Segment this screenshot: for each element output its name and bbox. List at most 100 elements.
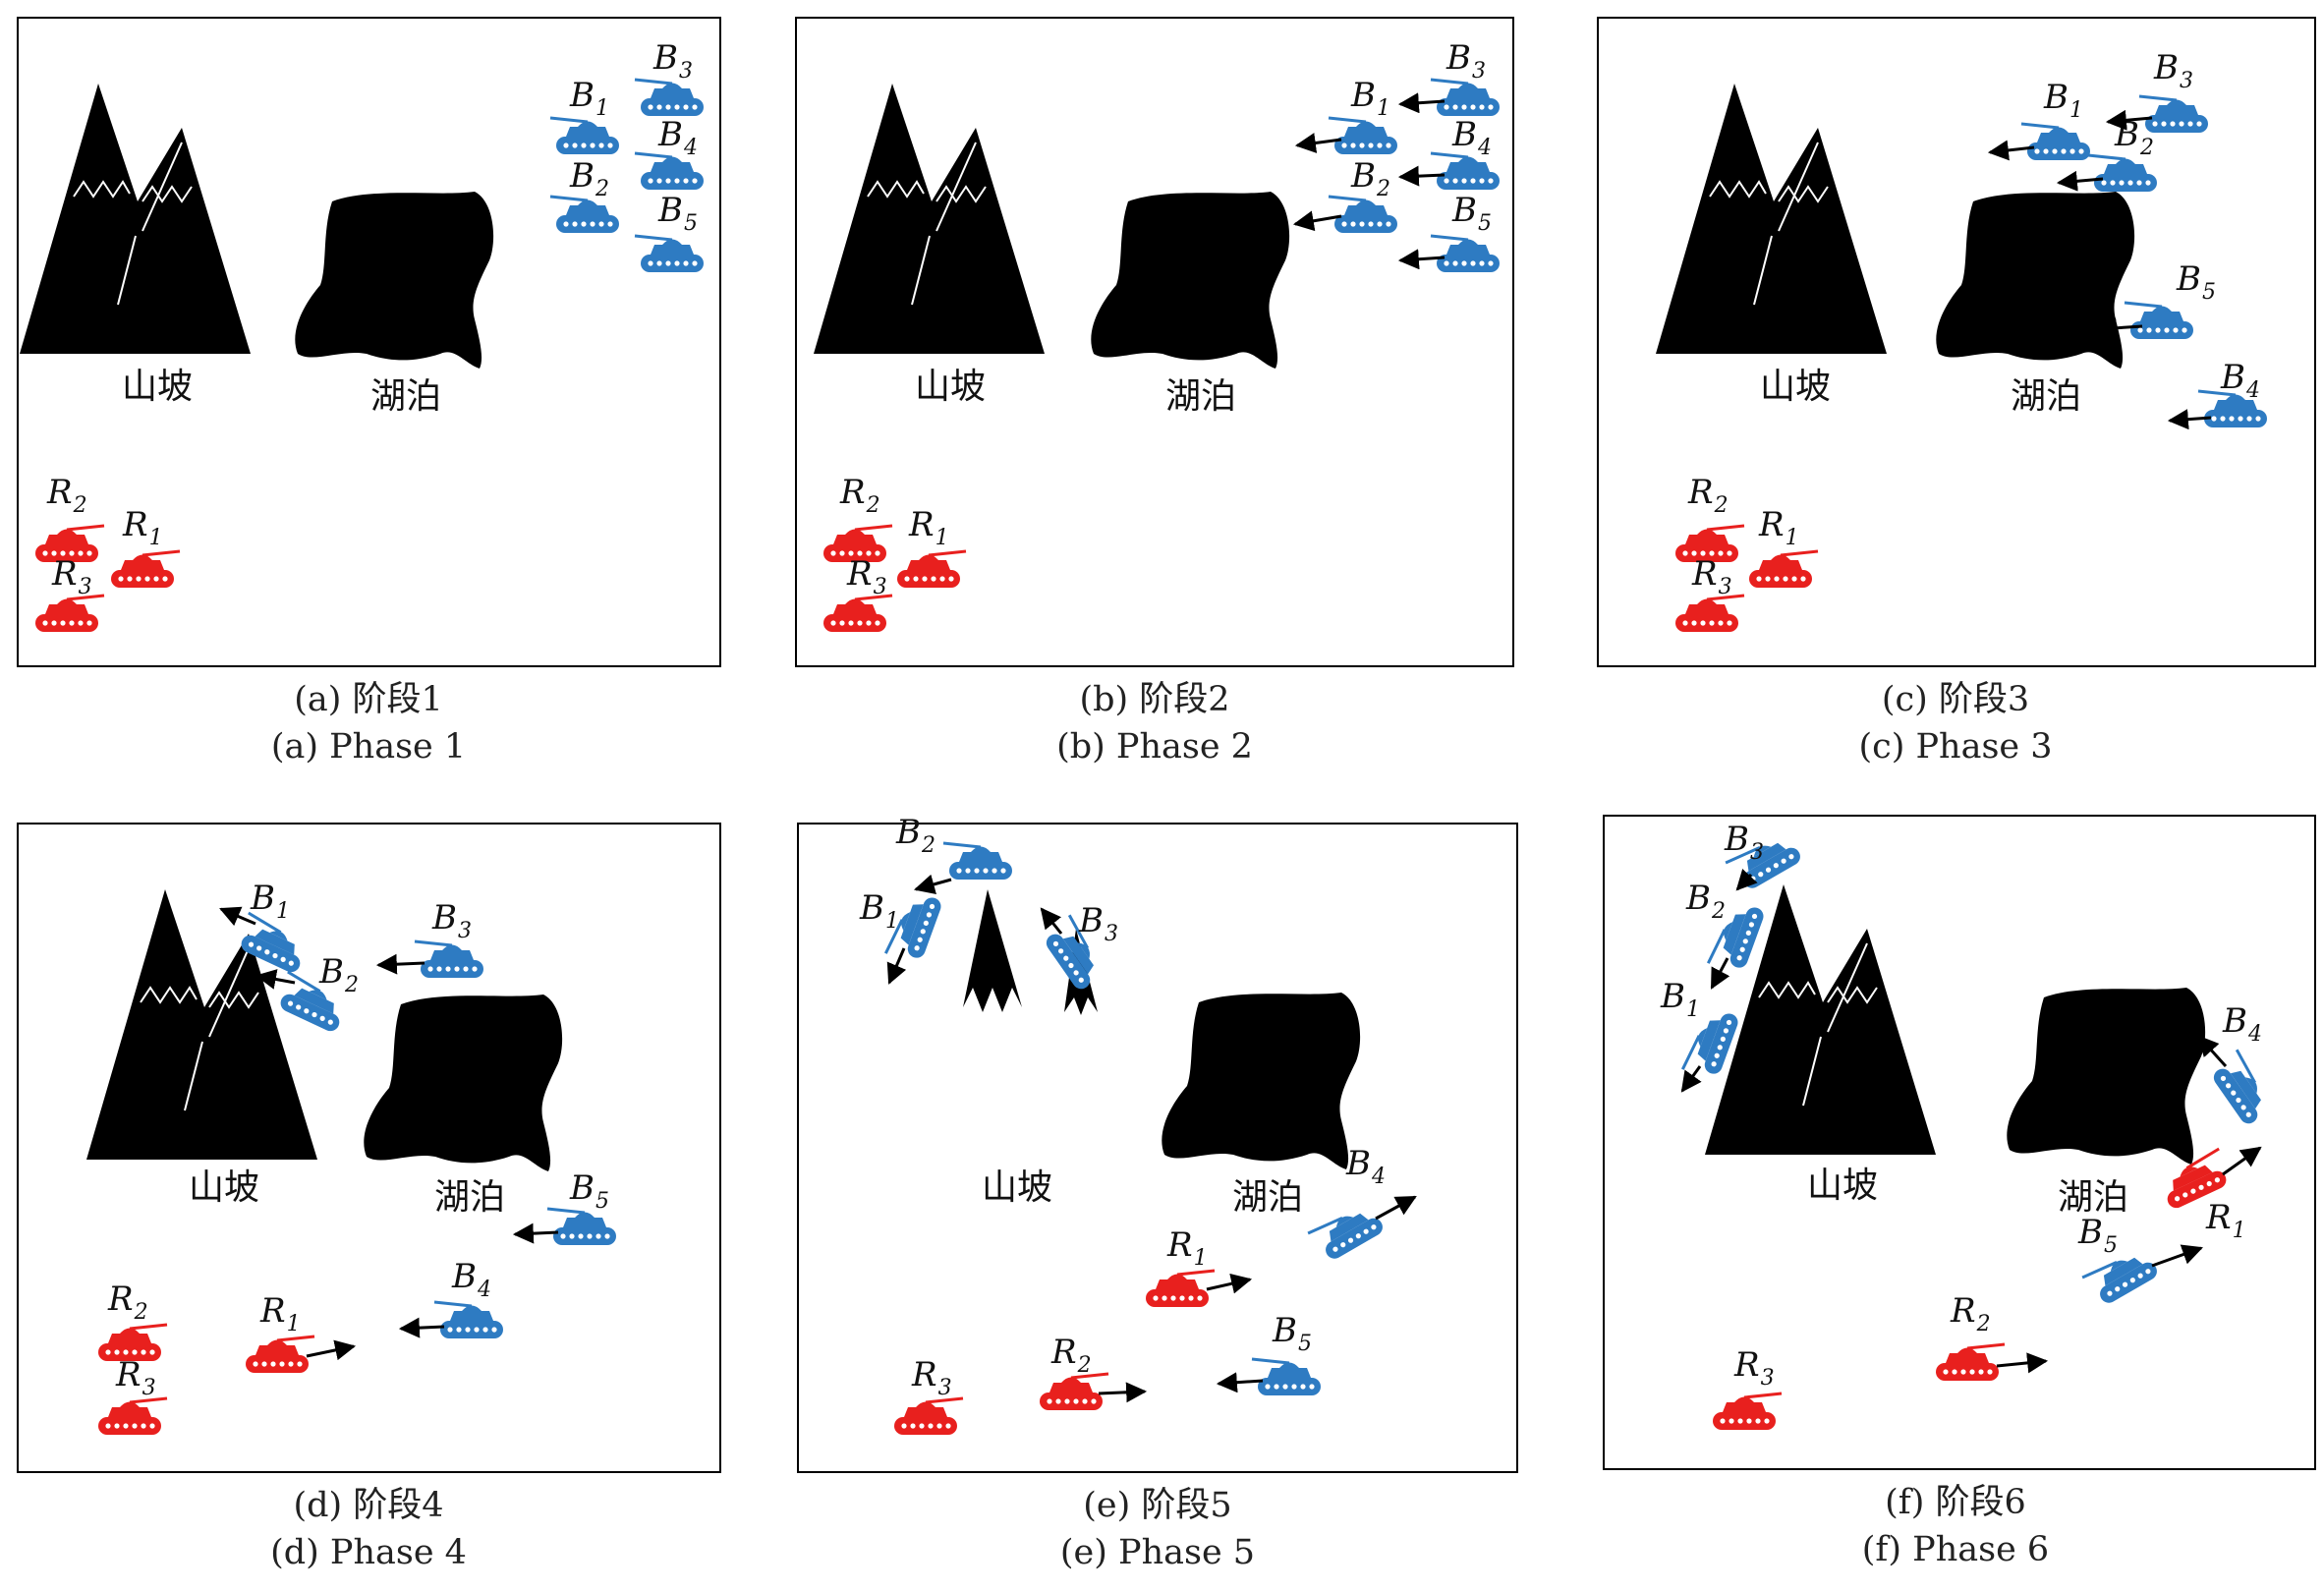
tank-icon: [1675, 594, 1745, 632]
lake-label: 湖泊: [370, 376, 441, 417]
movement-arrow: [1040, 907, 1063, 935]
lake-label: 湖泊: [1232, 1177, 1303, 1218]
movement-arrow: [1397, 92, 1445, 114]
mountain-label: 山坡: [1760, 367, 1831, 407]
movement-arrow: [2105, 109, 2153, 131]
movement-arrow: [375, 953, 425, 975]
unit-label-b3: B3: [1078, 901, 1118, 946]
unit-label-b2: B2: [1685, 879, 1726, 924]
movement-arrow: [1710, 957, 1730, 990]
unit-label-b3: B3: [652, 38, 693, 84]
tank-icon: [98, 1396, 168, 1435]
unit-label-r2: R2: [1950, 1291, 1991, 1336]
tank-icon: [549, 195, 619, 233]
tank-icon: [1430, 151, 1500, 190]
tank-icon: [634, 151, 704, 190]
tank-icon: [634, 78, 704, 116]
unit-label-b3: B3: [431, 898, 472, 943]
panel-frame: [795, 17, 1514, 667]
unit-label-b1: B1: [2043, 78, 2083, 123]
mountain-label: 山坡: [982, 1167, 1052, 1208]
tank-icon: [1706, 907, 1764, 968]
movement-arrow: [2151, 1244, 2203, 1268]
caption-cn: (e) 阶段5: [1083, 1486, 1231, 1525]
movement-arrow: [2222, 1146, 2262, 1176]
unit-label-b2: B2: [895, 813, 935, 858]
movement-arrow: [398, 1317, 445, 1338]
tank-icon: [1040, 1372, 1109, 1410]
panel-frame: [1603, 815, 2316, 1470]
unit-label-r1: R1: [122, 505, 163, 550]
lake-icon: [1162, 993, 1361, 1169]
tank-icon: [1328, 195, 1397, 233]
mountain-label: 山坡: [1807, 1166, 1878, 1206]
tank-icon: [549, 116, 619, 154]
caption-cn: (a) 阶段1: [294, 680, 443, 719]
panel-d: 山坡湖泊B1B2B3B4B5R1R2R3(d) 阶段4(d) Phase 4: [17, 823, 721, 1572]
movement-arrow: [1987, 140, 2035, 161]
unit-label-b2: B2: [1350, 156, 1390, 201]
tank-icon: [246, 1335, 315, 1373]
movement-arrow: [2197, 1035, 2228, 1068]
mountain-icon: [814, 84, 1045, 354]
unit-label-b1: B1: [1660, 977, 1700, 1022]
tank-icon: [942, 841, 1012, 880]
unit-label-b5: B5: [1451, 191, 1492, 236]
caption-en: (b) Phase 2: [1056, 727, 1253, 767]
mountain-label: 山坡: [122, 367, 193, 407]
lake-label: 湖泊: [434, 1177, 505, 1218]
tank-icon: [98, 1323, 168, 1361]
panel-frame: [797, 823, 1518, 1473]
tank-icon: [2087, 153, 2157, 192]
tank-icon: [241, 911, 301, 973]
tank-icon: [1046, 914, 1094, 990]
caption-en: (d) Phase 4: [270, 1533, 467, 1572]
unit-label-b5: B5: [569, 1168, 609, 1214]
unit-label-b1: B1: [859, 888, 899, 934]
movement-arrow: [1397, 249, 1445, 270]
lake-icon: [364, 995, 563, 1171]
tank-icon: [2197, 389, 2267, 427]
unit-label-b4: B4: [1345, 1144, 1386, 1189]
unit-label-b4: B4: [2220, 358, 2260, 403]
caption-en: (f) Phase 6: [1862, 1530, 2049, 1569]
movement-arrow: [306, 1339, 357, 1361]
tank-icon: [2081, 1257, 2157, 1303]
movement-arrow: [1206, 1273, 1253, 1294]
unit-label-b4: B4: [657, 115, 698, 160]
unit-label-b4: B4: [1451, 115, 1492, 160]
unit-label-r1: R1: [1166, 1225, 1208, 1271]
caption-cn: (b) 阶段2: [1079, 680, 1229, 719]
panel-c: 山坡湖泊B1B2B3B4B5R1R2R3(c) 阶段3(c) Phase 3: [1597, 17, 2316, 767]
unit-label-b5: B5: [657, 191, 698, 236]
movement-arrow: [1397, 165, 1445, 187]
unit-label-b1: B1: [250, 879, 290, 924]
movement-arrow: [1098, 1382, 1148, 1403]
panel-frame: [17, 823, 721, 1473]
tank-icon: [2167, 1147, 2227, 1209]
tank-icon: [2213, 1049, 2261, 1124]
movement-arrow: [1216, 1372, 1264, 1393]
unit-label-r2: R2: [46, 473, 87, 518]
tank-icon: [1251, 1357, 1321, 1395]
unit-label-r2: R2: [1050, 1333, 1092, 1378]
panel-a: 山坡湖泊B1B2B3B4B5R1R2R3(a) 阶段1(a) Phase 1: [17, 17, 721, 767]
tank-icon: [823, 524, 893, 562]
movement-arrow: [512, 1222, 559, 1244]
movement-arrow: [1375, 1195, 1417, 1221]
movement-arrow: [1735, 869, 1758, 891]
movement-arrow: [255, 969, 296, 990]
unit-label-b5: B5: [2176, 259, 2216, 305]
tank-icon: [433, 1300, 503, 1338]
caption-cn: (f) 阶段6: [1885, 1483, 2026, 1522]
unit-label-b5: B5: [2077, 1213, 2118, 1258]
tank-icon: [883, 897, 941, 958]
tank-icon: [823, 594, 893, 632]
unit-label-r2: R2: [107, 1279, 148, 1325]
unit-label-r2: R2: [839, 473, 880, 518]
tank-icon: [546, 1207, 616, 1245]
tank-icon: [1430, 78, 1500, 116]
panel-frame: [1597, 17, 2316, 667]
lake-icon: [1936, 192, 2135, 369]
